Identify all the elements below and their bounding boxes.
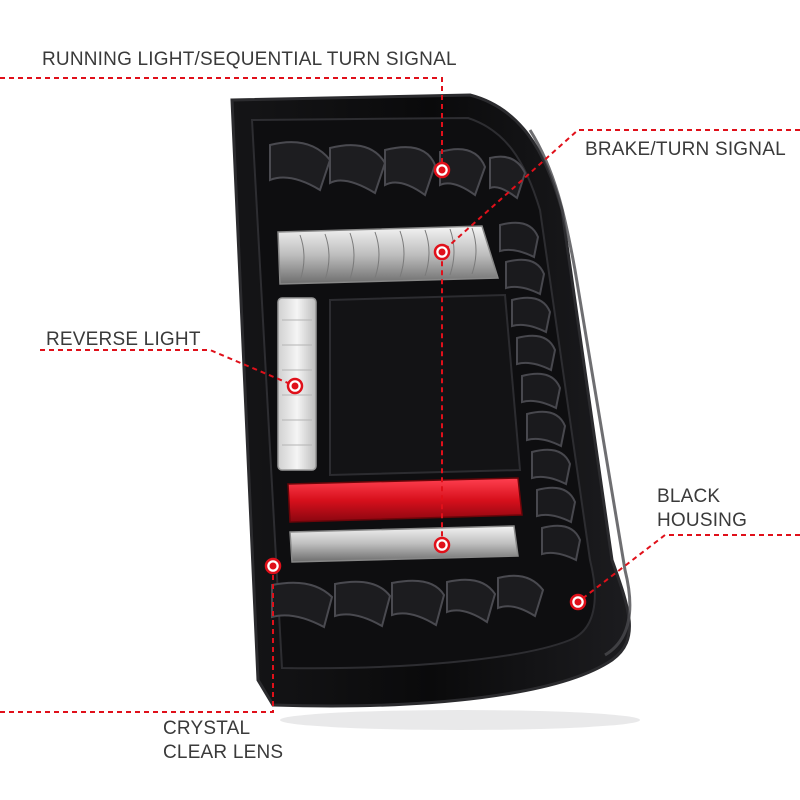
red-reflector: [287, 477, 523, 523]
brake-turn-clear-bar: [277, 225, 500, 285]
floor-reflection: [280, 710, 640, 730]
center-black-panel: [329, 293, 522, 477]
reverse-light-label: REVERSE LIGHT: [46, 329, 201, 350]
bottom-chevrons: [271, 574, 545, 629]
lower-clear-bar: [289, 525, 519, 563]
running-light-chevrons: [269, 141, 527, 200]
housing-fins: [499, 221, 582, 562]
crystal-clear-lens-label: CRYSTAL CLEAR LENS: [163, 718, 284, 763]
brake-turn-label: BRAKE/TURN SIGNAL: [585, 139, 786, 160]
callout-lines: [0, 77, 800, 713]
black-housing-label: BLACK HOUSING: [657, 486, 748, 531]
running-light-label: RUNNING LIGHT/SEQUENTIAL TURN SIGNAL: [42, 49, 457, 70]
callout-dots: [264, 161, 587, 611]
